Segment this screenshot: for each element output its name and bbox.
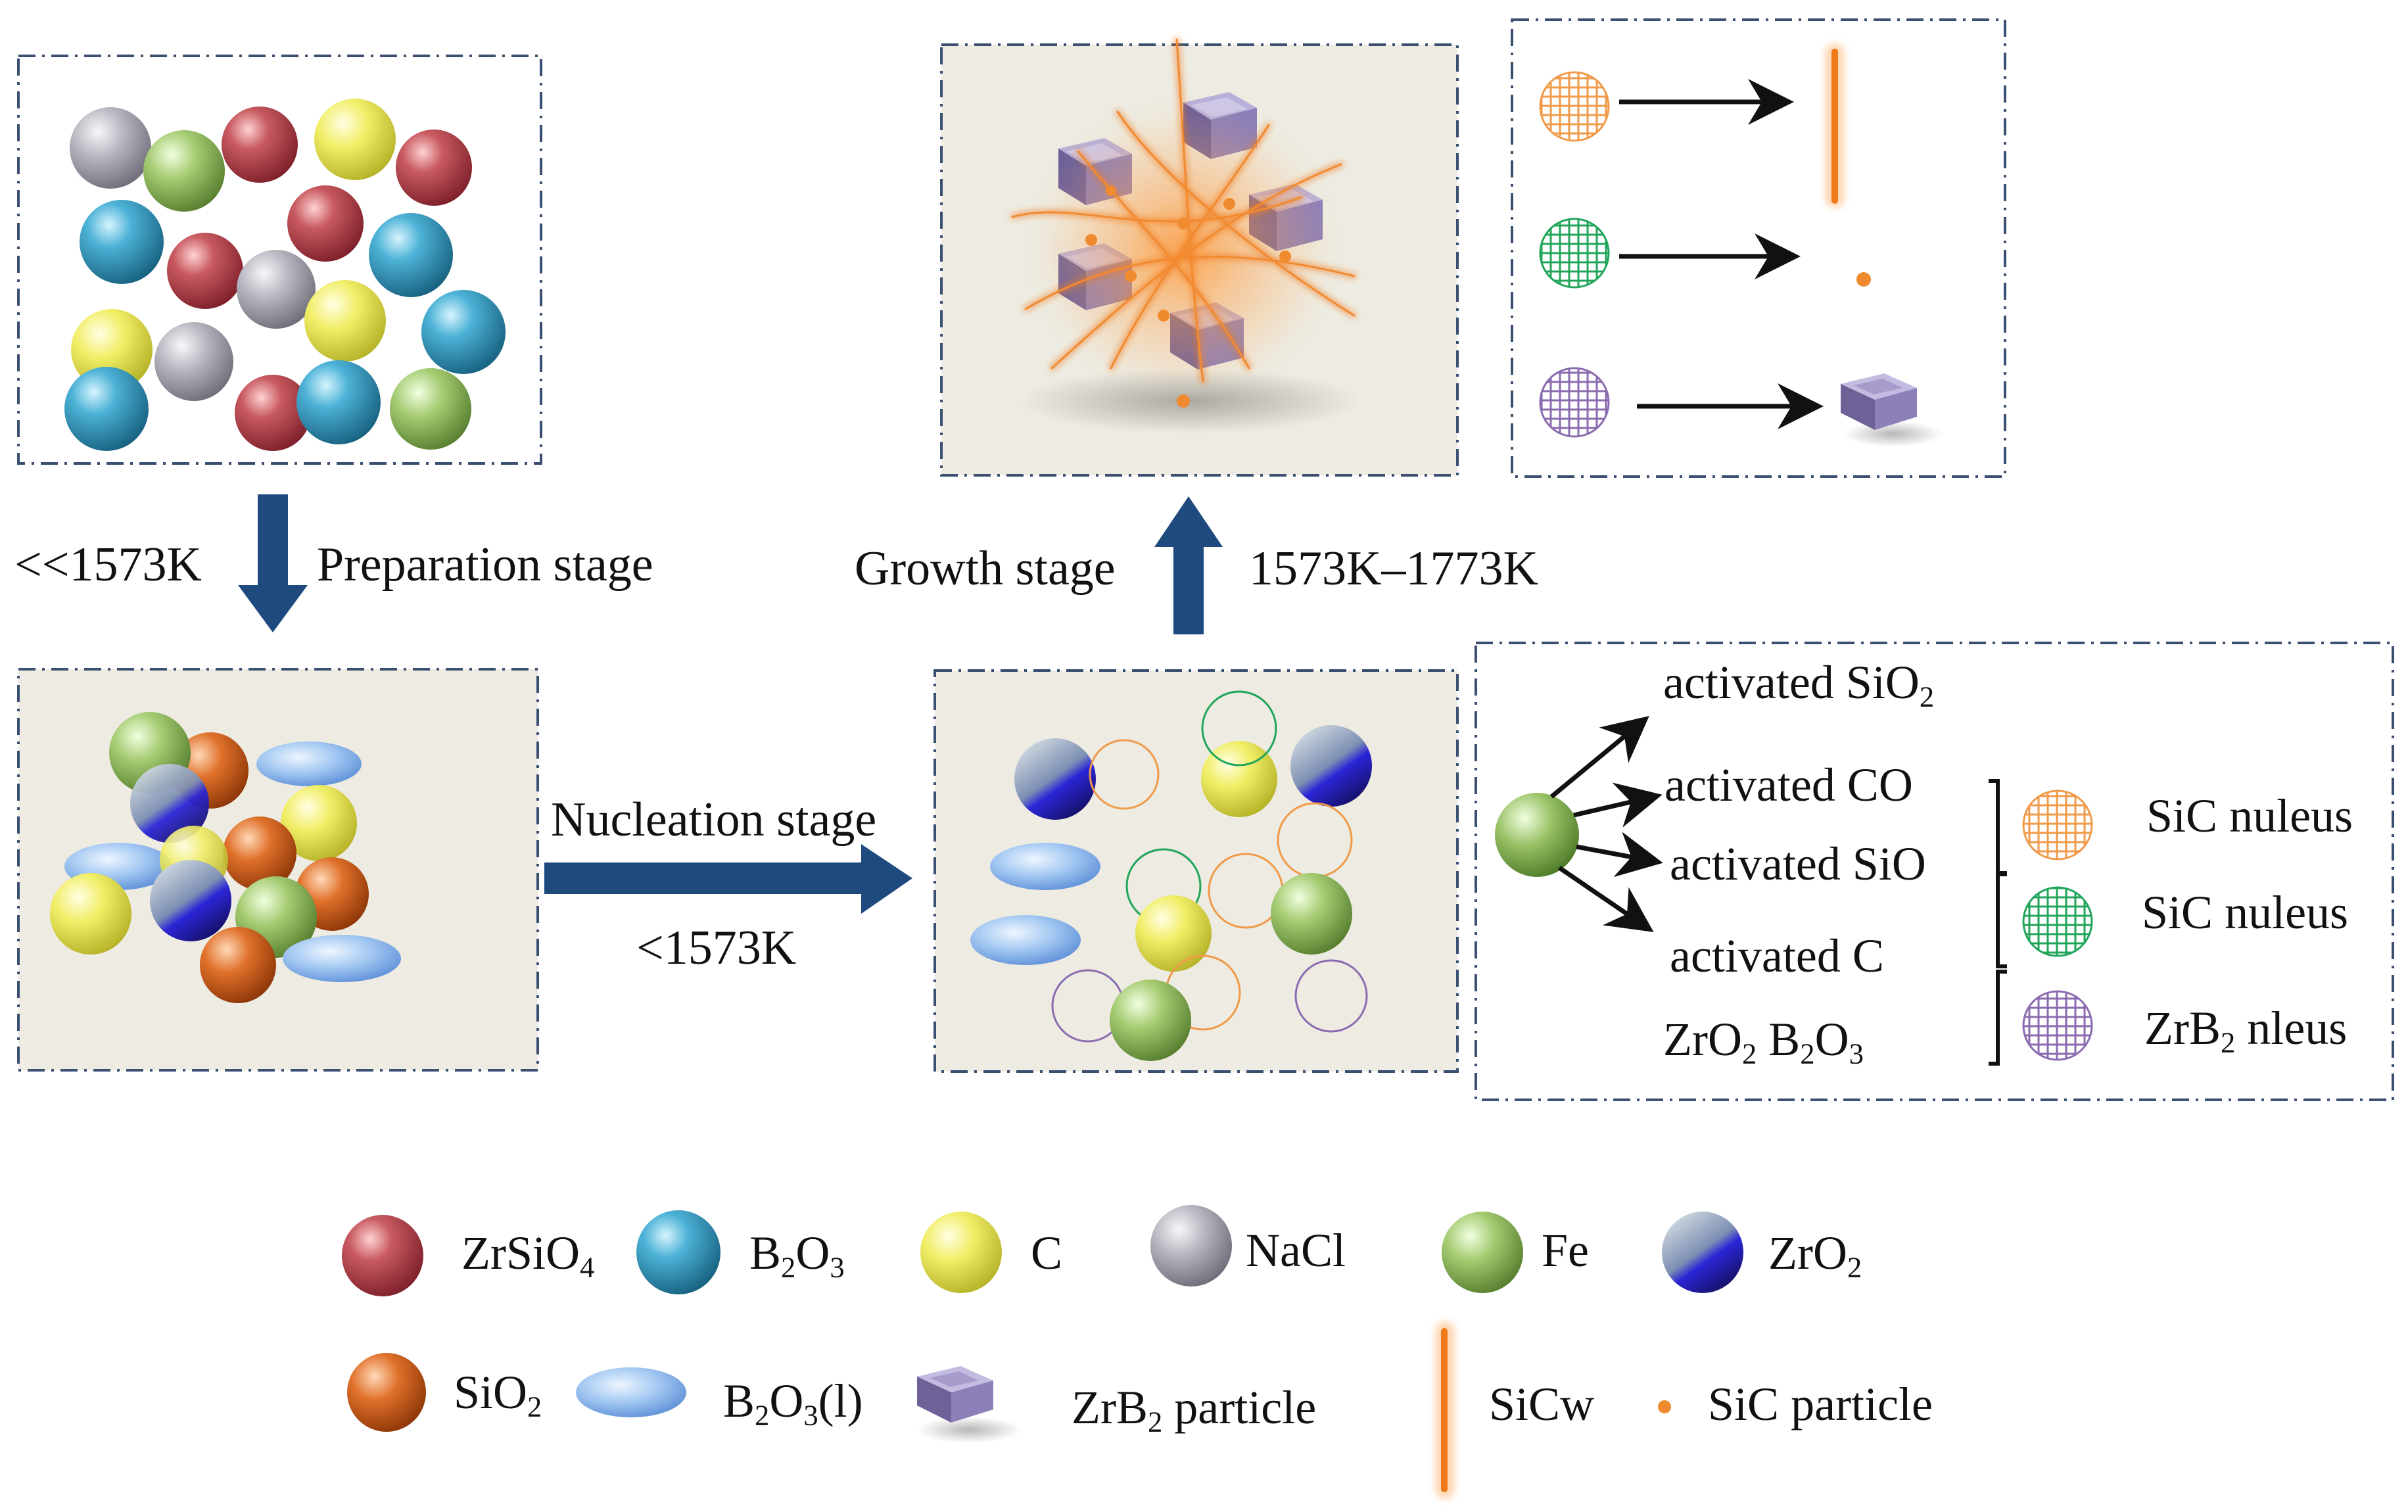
panel-nucleation	[933, 669, 1459, 1073]
preparation-temperature: <<1573K	[14, 538, 202, 592]
preparation-stage-label: Preparation stage	[317, 538, 653, 592]
activated-c-label: activated C	[1670, 930, 1884, 982]
activated-sio2-label: activated SiO2	[1663, 656, 1935, 713]
legend-sio2-icon	[347, 1353, 426, 1432]
panel-reaction	[1475, 642, 2394, 1101]
legend-sio2-label: SiO2	[454, 1366, 542, 1423]
panel-growth	[940, 37, 1459, 477]
legend-fe-label: Fe	[1542, 1224, 1589, 1277]
sic-particle-icon	[1856, 272, 1871, 287]
legend-sic-particle-label: SiC particle	[1708, 1378, 1933, 1430]
nucleation-particles	[970, 690, 1372, 1061]
legend-b2o3-liquid-label: B2O3(l)	[723, 1375, 863, 1432]
sic-nucleus-label-2: SiC nuleus	[2142, 886, 2349, 939]
legend	[342, 1205, 1743, 1499]
legend-sic-particle-icon	[1658, 1400, 1671, 1413]
legend-zrb2-particle-icon	[917, 1366, 1022, 1443]
panel-product-key	[1511, 18, 2006, 478]
legend-b2o3-liquid-icon	[576, 1367, 686, 1417]
legend-nacl-icon	[1150, 1205, 1232, 1287]
zrb2-nucleus-icon	[1539, 367, 1610, 438]
right-arrow-icon	[1576, 832, 1663, 878]
legend-nacl-label: NaCl	[1246, 1224, 1346, 1277]
activated-sio-label: activated SiO	[1670, 838, 1926, 890]
panel-raw-materials	[17, 55, 542, 465]
right-arrow-icon	[1558, 866, 1654, 932]
growth-temperature: 1573K–1773K	[1249, 542, 1538, 596]
legend-b2o3-icon	[636, 1210, 720, 1294]
growth-stage-label: Growth stage	[855, 542, 1116, 596]
sic-nucleus-green-icon	[2022, 886, 2093, 957]
sicw-whisker-icon	[1825, 43, 1845, 208]
nucleation-stage-label: Nucleation stage	[551, 793, 877, 847]
legend-c-icon	[920, 1212, 1002, 1293]
raw-material-spheres	[64, 99, 506, 451]
activated-co-label: activated CO	[1664, 759, 1913, 811]
zrb2-nucleus-icon	[2022, 990, 2093, 1061]
legend-sicw-icon	[1435, 1321, 1455, 1499]
legend-zro2-icon	[1662, 1212, 1743, 1293]
fe-catalyst-icon	[1495, 793, 1579, 877]
legend-zrsio4-label: ZrSiO4	[461, 1227, 595, 1284]
preparation-particles	[50, 712, 401, 1003]
growth-product	[1010, 37, 1361, 434]
sic-nucleus-orange-icon	[1539, 71, 1610, 142]
zrb2-particle-icon	[1841, 373, 1943, 447]
sic-nucleus-label-1: SiC nuleus	[2146, 790, 2353, 842]
right-arrow-icon	[544, 844, 912, 914]
legend-b2o3-label: B2O3	[749, 1227, 845, 1284]
up-arrow-icon	[1154, 496, 1223, 634]
zro2-b2o3-label: ZrO2 B2O3	[1663, 1013, 1864, 1070]
legend-zrsio4-icon	[342, 1215, 423, 1296]
legend-zrb2-particle-label: ZrB2 particle	[1072, 1381, 1317, 1438]
legend-fe-icon	[1442, 1212, 1523, 1293]
legend-sicw-label: SiCw	[1489, 1378, 1595, 1430]
legend-zro2-label: ZrO2	[1768, 1227, 1862, 1284]
sic-nucleus-orange-icon	[2022, 790, 2093, 861]
sic-nucleus-green-icon	[1539, 218, 1610, 289]
bracket-icon	[1989, 779, 2007, 1066]
zrb2-nucleus-label: ZrB2 nleus	[2144, 1002, 2348, 1059]
right-arrow-icon	[1573, 782, 1663, 828]
nucleation-temperature: <1573K	[636, 921, 797, 975]
right-arrow-icon	[1549, 716, 1649, 799]
panel-preparation	[17, 668, 539, 1072]
down-arrow-icon	[238, 494, 308, 632]
legend-c-label: C	[1031, 1227, 1063, 1279]
